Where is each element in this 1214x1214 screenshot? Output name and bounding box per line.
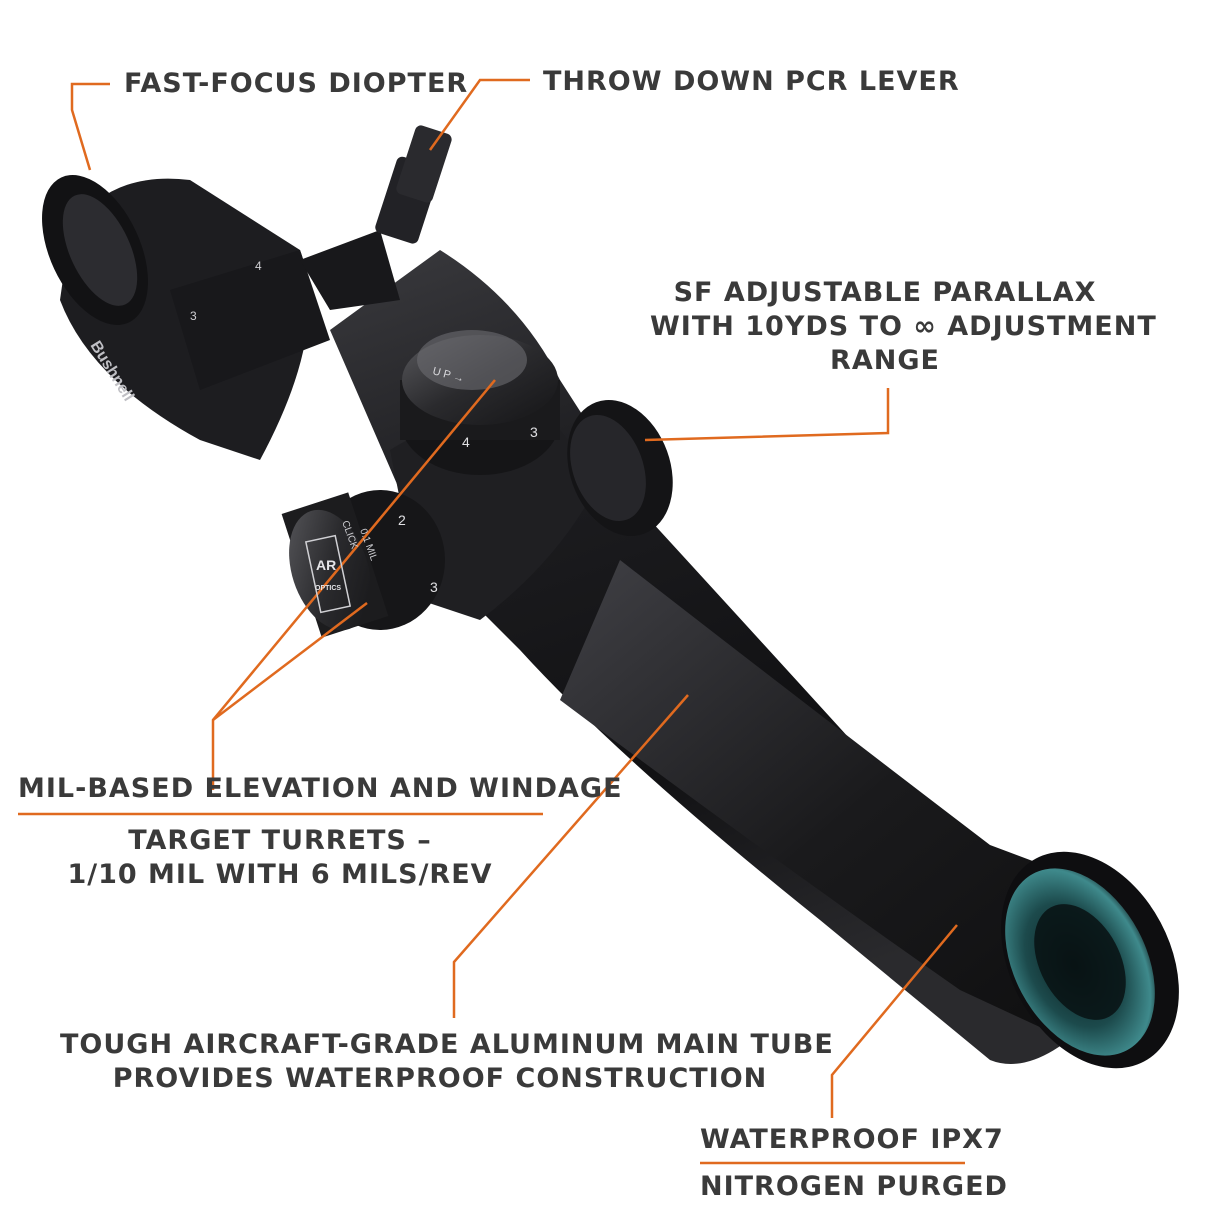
turrets-line1: TARGET TURRETS – [128,825,432,856]
waterproof-heading: WATERPROOF IPX7 [700,1124,1004,1155]
main-tube-label: TOUGH AIRCRAFT-GRADE ALUMINUM MAIN TUBE … [60,1028,834,1096]
objective-lens [1001,851,1179,1069]
eyepiece-tick: 3 [190,309,197,323]
elevation-tick-3: 3 [530,424,538,440]
callout-lines [18,78,965,1165]
pcr-lever[interactable] [300,124,453,310]
main-tube-line2: PROVIDES WATERPROOF CONSTRUCTION [112,1063,768,1094]
windage-tick-3: 3 [430,579,438,595]
badge-line2: OPTICS [315,585,341,592]
parallax-line1: SF ADJUSTABLE PARALLAX [673,277,1097,308]
parallax-turret[interactable] [549,385,691,551]
parallax-line3: RANGE [830,345,940,376]
parallax-line2: WITH 10YDS TO ∞ ADJUSTMENT [650,311,1157,342]
diopter-leader [70,82,110,171]
pcr-lever-label: THROW DOWN PCR LEVER [543,66,960,97]
parallax-leader [644,388,890,442]
power-ring-tick: 4 [255,259,262,273]
turrets-line2: 1/10 MIL WITH 6 MILS/REV [67,859,493,890]
main-tube-line1: TOUGH AIRCRAFT-GRADE ALUMINUM MAIN TUBE [60,1029,834,1060]
elevation-turret[interactable] [400,330,560,475]
windage-tick-2: 2 [398,512,406,528]
elevation-tick-4: 4 [462,434,470,450]
pcr-leader [428,78,530,151]
parallax-label: SF ADJUSTABLE PARALLAX WITH 10YDS TO ∞ A… [650,276,1157,378]
turrets-desc: TARGET TURRETS – 1/10 MIL WITH 6 MILS/RE… [40,824,520,892]
diopter-label: FAST-FOCUS DIOPTER [124,68,469,99]
turrets-heading: MIL-BASED ELEVATION AND WINDAGE [18,773,623,804]
main-tube-leader [452,694,689,1018]
ar-optics-badge: AR OPTICS [304,534,352,614]
badge-line1: AR [316,557,336,573]
waterproof-desc: NITROGEN PURGED [700,1171,1008,1202]
eyepiece [42,175,330,461]
turret-leader-windage [212,602,368,721]
windage-turret[interactable] [275,490,445,641]
waterproof-leader [830,924,958,1118]
